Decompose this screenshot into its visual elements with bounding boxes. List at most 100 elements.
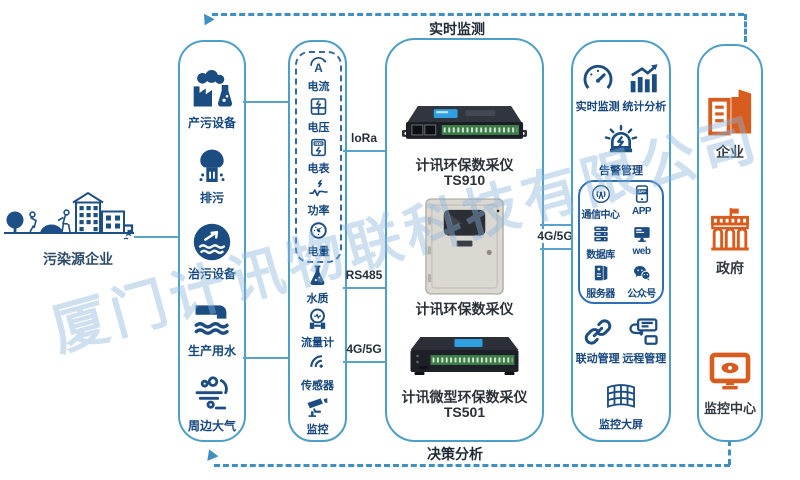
monitor-center-icon bbox=[707, 348, 753, 394]
cctv-icon bbox=[305, 394, 330, 419]
metering-group-box: A 电流 电压 电表 功率 电量 bbox=[295, 51, 342, 263]
facility-item: 治污设备 bbox=[188, 221, 236, 282]
comms-center-icon bbox=[591, 184, 611, 204]
service-item-label: APP bbox=[631, 206, 652, 218]
metering-item: A 电流 bbox=[308, 55, 330, 94]
connector-4g5g-left bbox=[343, 361, 385, 363]
wechat-icon bbox=[632, 263, 652, 283]
voltage-icon bbox=[308, 96, 329, 117]
platform-item-label: 告警管理 bbox=[599, 165, 643, 177]
platform-item-label: 监控大屏 bbox=[599, 419, 643, 431]
metering-item-label: 功率 bbox=[307, 204, 330, 217]
sensor-icon bbox=[305, 350, 330, 375]
metering-item: 电压 bbox=[308, 96, 330, 135]
flow-bottom-label: 决策分析 bbox=[427, 446, 483, 462]
connector-4g5g-right-top bbox=[540, 224, 571, 226]
facility-item-label: 排污 bbox=[199, 190, 224, 205]
user-item-label: 监控中心 bbox=[703, 401, 756, 416]
platform-column: 实时监测 统计分析 告警管理 通信中心 APP APP bbox=[571, 40, 671, 442]
sensing-item: 监控 bbox=[305, 394, 330, 437]
flow-top-dashed-line bbox=[212, 13, 744, 16]
drain-icon bbox=[192, 147, 232, 187]
facility-item: 产污设备 bbox=[188, 68, 236, 131]
user-item-label: 政府 bbox=[716, 260, 744, 276]
metering-item-label: 电量 bbox=[307, 245, 330, 258]
air-icon bbox=[192, 375, 232, 415]
metering-item-label: 电表 bbox=[307, 163, 330, 176]
pollution-source-label: 污染源企业 bbox=[43, 251, 113, 267]
platform-monitor-item: 实时监测 bbox=[576, 62, 620, 114]
gauge-icon bbox=[581, 62, 615, 96]
device-ts501-model: TS501 bbox=[443, 404, 486, 420]
electric-meter-icon bbox=[308, 137, 329, 158]
metering-item: 功率 bbox=[308, 179, 330, 218]
water-quality-icon bbox=[305, 263, 330, 288]
platform-screen-item: 监控大屏 bbox=[599, 380, 643, 432]
platform-item-label: 远程管理 bbox=[622, 353, 667, 365]
database-icon bbox=[591, 224, 611, 244]
facility-item-label: 产污设备 bbox=[187, 115, 236, 130]
sensor-column: A 电流 电压 电表 功率 电量 水质 bbox=[288, 40, 347, 442]
svg-text:APP: APP bbox=[638, 190, 646, 194]
platform-monitor-item: 统计分析 bbox=[622, 62, 666, 114]
metering-item: 电量 bbox=[308, 220, 330, 259]
service-item: 公众号 bbox=[627, 263, 656, 300]
water-treatment-icon bbox=[191, 221, 233, 263]
user-column: 企业 政府 监控中心 bbox=[697, 44, 763, 442]
user-item-label: 企业 bbox=[716, 144, 744, 160]
connector-4g5g-right-bottom bbox=[540, 248, 571, 250]
platform-item-label: 统计分析 bbox=[622, 101, 667, 113]
service-item: APP APP bbox=[632, 184, 652, 221]
flow-top-dashed-drop bbox=[744, 14, 747, 42]
cellular-right-label: 4G/5G bbox=[528, 229, 582, 243]
platform-item-label: 联动管理 bbox=[575, 353, 620, 365]
sensing-item-label: 传感器 bbox=[301, 380, 334, 393]
bigscreen-icon bbox=[604, 380, 638, 414]
flow-bottom-dashed-line bbox=[214, 464, 730, 467]
factory-icon bbox=[190, 68, 234, 112]
link-icon bbox=[582, 316, 614, 348]
stats-icon bbox=[627, 62, 661, 96]
user-item: 监控中心 bbox=[690, 348, 770, 417]
connector-facility-sensor-2 bbox=[243, 357, 289, 359]
facility-column: 产污设备 排污 治污设备 生产用水 周边大气 bbox=[178, 40, 246, 442]
svg-text:A: A bbox=[314, 61, 323, 75]
platform-alarm-item: 告警管理 bbox=[599, 124, 643, 178]
service-item-label: 通信中心 bbox=[581, 210, 621, 222]
power-icon bbox=[308, 179, 329, 200]
user-item: 政府 bbox=[690, 204, 770, 278]
facility-item: 生产用水 bbox=[188, 298, 236, 359]
device-ts910-model: TS910 bbox=[443, 172, 486, 188]
alarm-icon bbox=[603, 124, 639, 160]
service-item: web bbox=[632, 224, 652, 261]
lora-label: loRa bbox=[350, 131, 377, 145]
platform-manage-item: 远程管理 bbox=[622, 316, 666, 366]
facility-item-label: 治污设备 bbox=[187, 267, 236, 282]
sensing-item-label: 流量计 bbox=[301, 336, 334, 349]
connector-source-to-facility bbox=[134, 236, 178, 238]
service-item: 服务器 bbox=[586, 263, 615, 300]
server-icon bbox=[591, 263, 611, 283]
platform-manage-item: 联动管理 bbox=[576, 316, 620, 366]
connector-lora bbox=[343, 150, 385, 152]
service-item-label: 数据库 bbox=[586, 249, 615, 261]
sensing-item: 水质 bbox=[305, 263, 330, 306]
flow-bottom-dashed-rise bbox=[728, 440, 731, 465]
sensing-item-label: 监控 bbox=[306, 424, 329, 437]
government-icon bbox=[705, 204, 755, 254]
connector-rs485 bbox=[343, 287, 385, 289]
platform-services-box: 通信中心 APP APP 数据库 web 服务器 公众号 bbox=[578, 180, 664, 304]
cellular-left-label: 4G/5G bbox=[346, 342, 382, 356]
service-item-label: web bbox=[632, 245, 651, 257]
service-item-label: 服务器 bbox=[586, 288, 615, 300]
facility-item-label: 生产用水 bbox=[187, 344, 236, 359]
pollution-source-illustration bbox=[2, 184, 158, 246]
user-item: 企业 bbox=[690, 84, 770, 162]
water-pipe-icon bbox=[191, 298, 233, 340]
sensing-item-label: 水质 bbox=[306, 292, 329, 305]
service-item: 数据库 bbox=[586, 224, 615, 261]
device-cabinet-image bbox=[422, 197, 507, 296]
metering-item-label: 电压 bbox=[307, 122, 330, 135]
app-icon: APP bbox=[632, 184, 652, 204]
